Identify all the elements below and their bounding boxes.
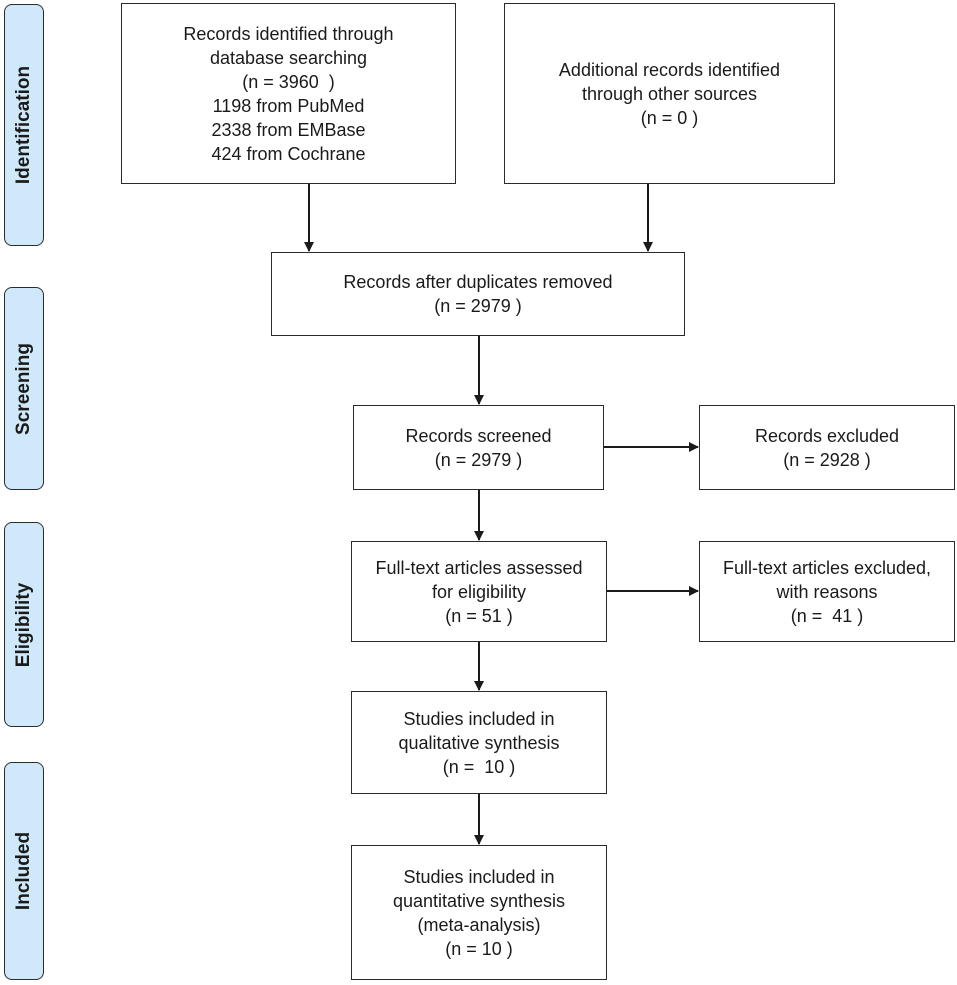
box-line: (n = 0 ) bbox=[640, 107, 699, 128]
after-duplicates-box: Records after duplicates removed (n = 29… bbox=[271, 252, 685, 336]
box-line: Additional records identified bbox=[558, 59, 781, 80]
box-line: qualitative synthesis bbox=[398, 732, 560, 753]
box-line: (n = 2979 ) bbox=[434, 296, 522, 316]
stage-eligibility: Eligibility bbox=[4, 522, 44, 727]
qualitative-synthesis-box: Studies included in qualitative synthesi… bbox=[351, 691, 607, 794]
quantitative-synthesis-box: Studies included in quantitative synthes… bbox=[351, 845, 607, 980]
fulltext-assessed-box: Full-text articles assessed for eligibil… bbox=[351, 541, 607, 642]
box-line: (n = 10 ) bbox=[445, 938, 513, 959]
fulltext-excluded-box: Full-text articles excluded, with reason… bbox=[699, 541, 955, 642]
stage-identification: Identification bbox=[4, 4, 44, 246]
stage-screening: Screening bbox=[4, 287, 44, 490]
box-line: 424 from Cochrane bbox=[211, 143, 366, 164]
box-line: with reasons bbox=[776, 581, 878, 602]
box-line: Full-text articles assessed bbox=[375, 557, 583, 578]
box-line: 1198 from PubMed bbox=[212, 95, 365, 116]
records-screened-box: Records screened (n = 2979 ) bbox=[353, 405, 604, 490]
box-line: (n = 2928 ) bbox=[783, 449, 871, 470]
box-line: Studies included in bbox=[403, 708, 555, 729]
box-line: (n = 10 ) bbox=[442, 756, 516, 777]
box-line: 2338 from EMBase bbox=[211, 119, 366, 140]
box-line: Records excluded bbox=[754, 425, 900, 446]
box-line: Records identified through bbox=[183, 23, 394, 44]
stage-included: Included bbox=[4, 762, 44, 980]
box-line: through other sources bbox=[581, 83, 758, 104]
box-line: Records screened bbox=[405, 425, 552, 446]
box-line: for eligibility bbox=[431, 581, 527, 602]
box-line: database searching bbox=[209, 47, 368, 68]
box-line: (meta-analysis) bbox=[417, 914, 541, 935]
box-line: (n = 41 ) bbox=[790, 605, 864, 626]
box-line: Records after duplicates removed bbox=[343, 272, 613, 292]
additional-records-box: Additional records identified through ot… bbox=[504, 3, 835, 184]
box-line: Studies included in bbox=[403, 866, 555, 887]
box-line: (n = 3960 ) bbox=[242, 71, 335, 92]
records-excluded-box: Records excluded (n = 2928 ) bbox=[699, 405, 955, 490]
box-line: (n = 2979 ) bbox=[434, 449, 523, 470]
box-line: quantitative synthesis bbox=[392, 890, 566, 911]
box-line: Full-text articles excluded, bbox=[722, 557, 932, 578]
box-line: (n = 51 ) bbox=[445, 605, 513, 626]
database-records-box: Records identified through database sear… bbox=[121, 3, 456, 184]
